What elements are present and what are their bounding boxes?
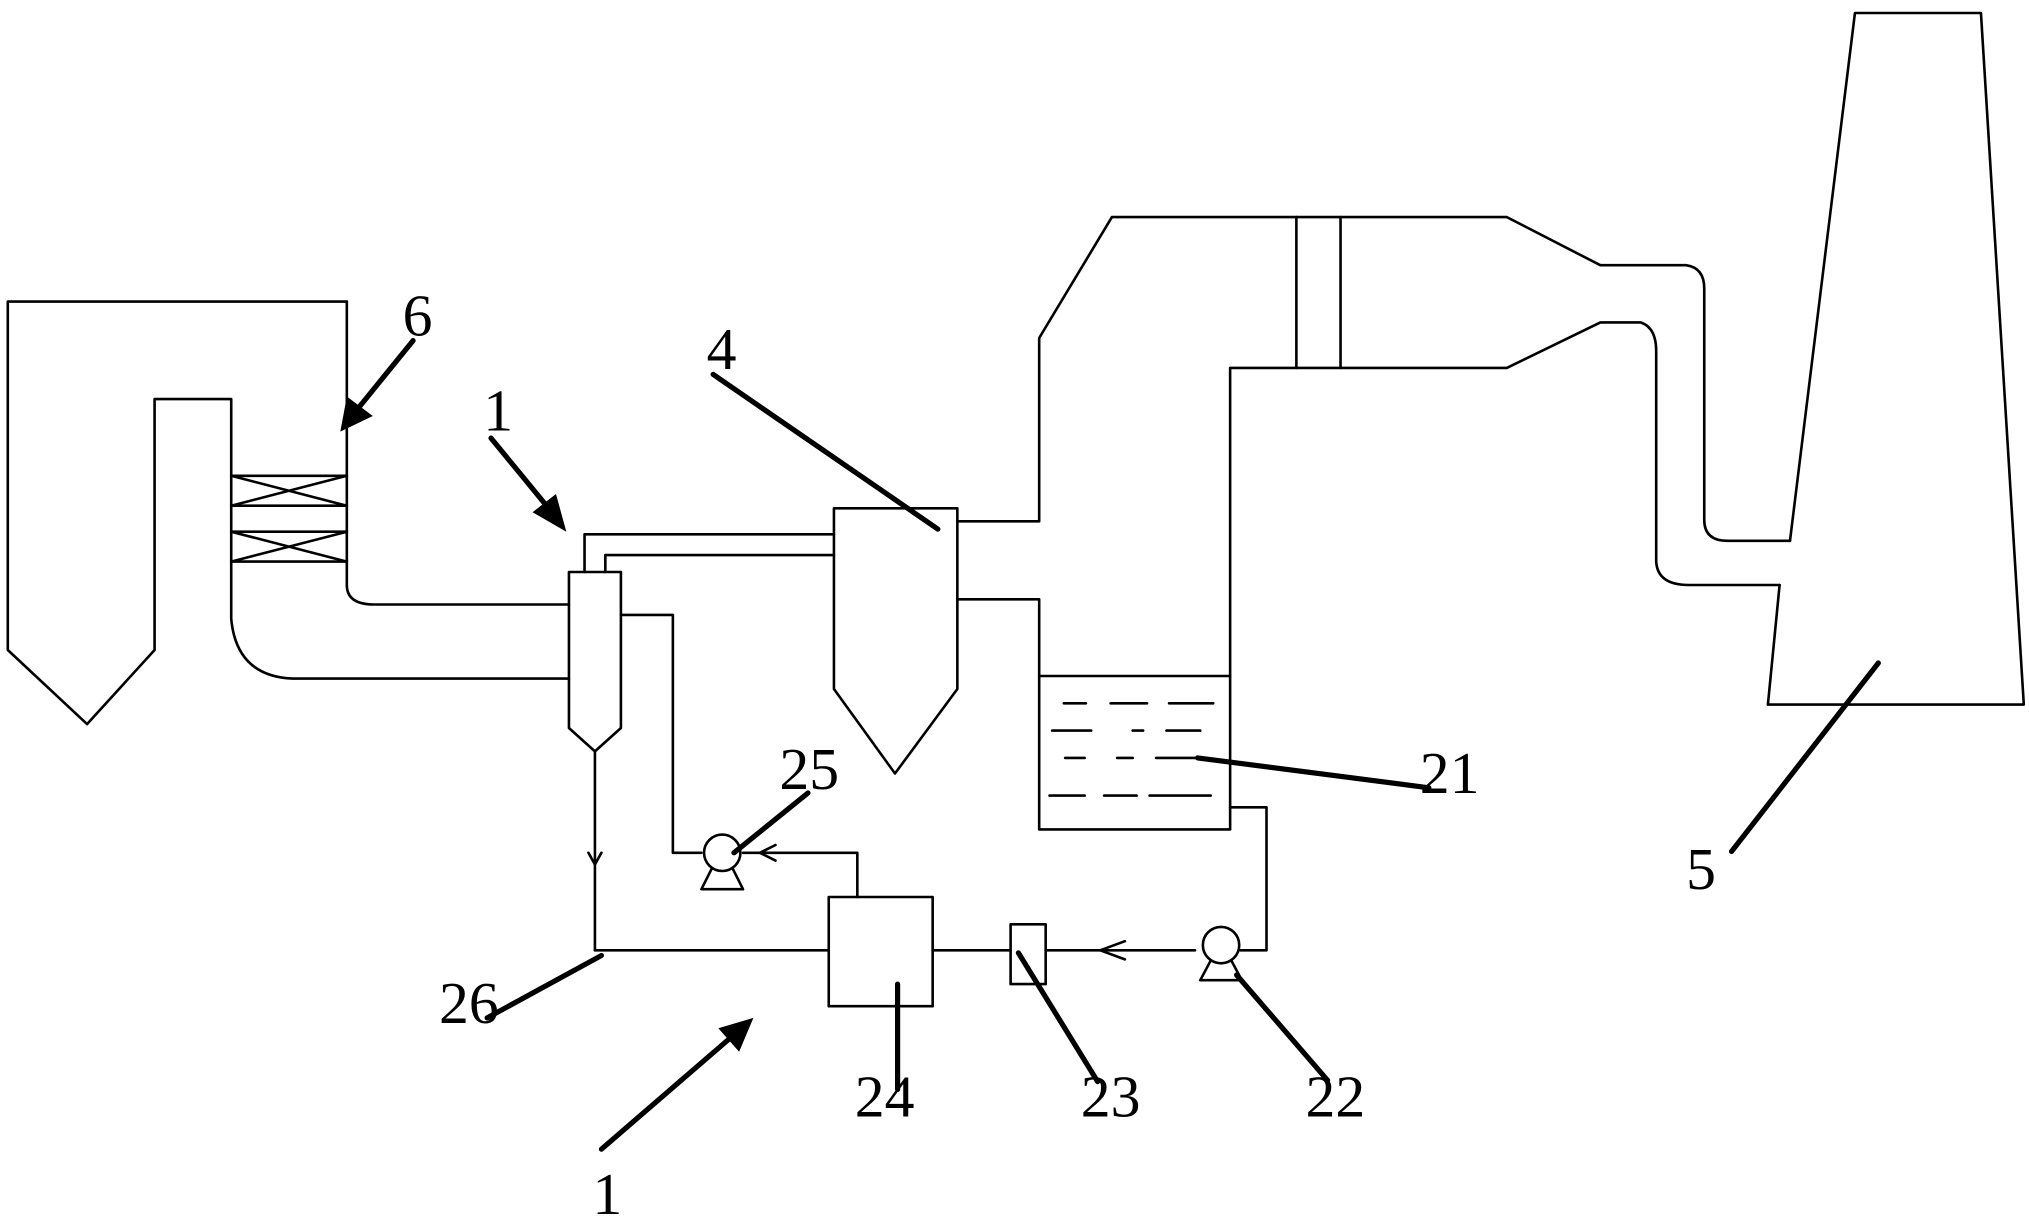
- leader-21: [1195, 755, 1432, 791]
- filter-unit: [1009, 923, 1047, 986]
- circulation-piping: [587, 613, 1268, 961]
- label-21: 21: [1420, 740, 1480, 806]
- precipitator: [832, 215, 1792, 831]
- label-26: 26: [439, 970, 499, 1036]
- catalyst-bank: [229, 474, 349, 563]
- leader-26: [484, 952, 605, 1021]
- label-1-top: 1: [483, 377, 513, 443]
- label-4: 4: [707, 316, 737, 382]
- label-25: 25: [779, 736, 839, 802]
- boiler: [6, 300, 571, 726]
- leader-22: [1234, 972, 1331, 1083]
- leader-5: [1728, 660, 1881, 855]
- label-5: 5: [1686, 836, 1716, 902]
- label-22: 22: [1305, 1064, 1365, 1130]
- leader-25: [731, 790, 811, 856]
- cyclone-separator: [567, 533, 836, 753]
- label-24: 24: [855, 1064, 915, 1130]
- leader-1-bottom: [598, 1017, 754, 1152]
- leader-23: [1015, 950, 1101, 1085]
- label-6: 6: [403, 282, 433, 348]
- label-23: 23: [1081, 1064, 1141, 1130]
- leader-4: [710, 371, 941, 532]
- pump-22: [1198, 925, 1244, 982]
- label-1-bottom: 1: [592, 1161, 622, 1222]
- mixing-tank: [827, 895, 934, 1008]
- leader-6: [340, 338, 416, 432]
- leader-1-top: [488, 435, 567, 532]
- chimney-stack: [1766, 11, 2026, 706]
- pump-25: [700, 833, 745, 891]
- liquid-tank: [1037, 674, 1232, 797]
